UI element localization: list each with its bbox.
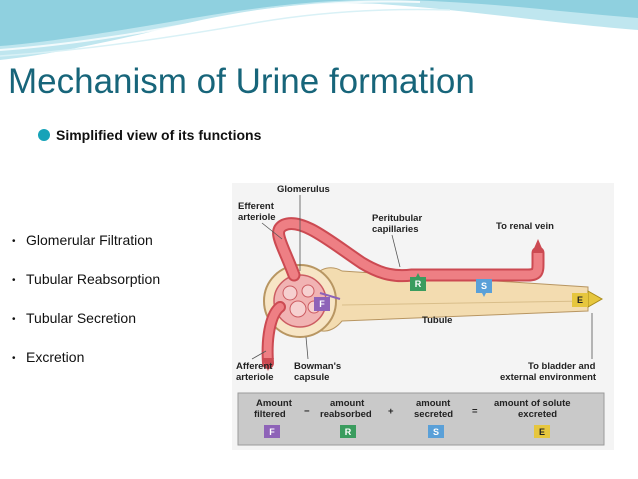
bullet-icon: • [12,314,16,325]
equation-box: Amount filtered − amount reabsorbed + am… [237,392,605,446]
reabsorption-marker: R [410,277,426,291]
renal-vein-label: To renal vein [496,221,554,232]
afferent-label-line2: arteriole [236,372,274,383]
bladder-label-line1: To bladder and [528,361,596,372]
eq-excreted-line1: amount of solute [494,398,571,409]
bullet-icon: • [12,353,16,364]
eq-minus: − [304,406,310,417]
bullet-item: • Tubular Reabsorption [12,269,160,308]
subtitle: Simplified view of its functions [38,127,261,143]
peritubular-label-line1: Peritubular [372,213,422,224]
blood-vessels [261,217,545,371]
eq-reabsorbed-line2: reabsorbed [320,409,372,420]
eq-f-swatch [264,425,280,438]
eq-s-letter: S [433,427,439,437]
eq-filtered-line2: filtered [254,409,286,420]
tubule-label: Tubule [422,315,452,326]
bullet-dot-icon [38,129,50,141]
eq-secreted-line1: amount [416,398,451,409]
leader-lines [251,195,593,360]
bullet-icon: • [12,236,16,247]
eq-plus: + [388,406,394,417]
afferent-label-line1: Afferent [236,361,273,372]
marker-f-label: F [319,299,325,309]
secretion-marker: S [476,279,492,293]
bullet-text: Excretion [26,349,85,365]
glomerulus-label: Glomerulus [277,184,330,195]
bullet-item: • Excretion [12,347,160,386]
bullet-item: • Tubular Secretion [12,308,160,347]
marker-e-label: E [577,295,583,305]
bullet-item: • Glomerular Filtration [12,230,160,269]
eq-filtered-line1: Amount [256,398,293,409]
nephron-diagram: F R S E Glomerulus Efferent arteriole Pe… [232,183,614,450]
eq-f-letter: F [269,427,275,437]
bladder-label-line2: external environment [500,372,597,383]
excretion-marker: E [572,293,588,307]
header-wave-decoration [0,0,638,60]
bullet-icon: • [12,275,16,286]
eq-r-letter: R [345,427,352,437]
efferent-label-line2: arteriole [238,212,276,223]
eq-s-swatch [428,425,444,438]
bowmans-label-line1: Bowman's [294,361,341,372]
eq-secreted-line2: secreted [414,409,453,420]
eq-equals: = [472,406,478,417]
bullet-text: Tubular Secretion [26,310,136,326]
marker-r-label: R [415,279,422,289]
eq-reabsorbed-line1: amount [330,398,365,409]
bullet-text: Glomerular Filtration [26,232,153,248]
bullet-list: • Glomerular Filtration • Tubular Reabsorp… [12,230,160,386]
bullet-text: Tubular Reabsorption [26,271,161,287]
filtration-marker: F [314,297,330,311]
eq-e-letter: E [539,427,545,437]
peritubular-label-line2: capillaries [372,224,418,235]
eq-r-swatch [340,425,356,438]
slide-title: Mechanism of Urine formation [8,62,475,101]
subtitle-text: Simplified view of its functions [56,127,262,143]
eq-excreted-line2: excreted [518,409,557,420]
bowmans-label-line2: capsule [294,372,329,383]
marker-s-label: S [481,281,487,291]
eq-e-swatch [534,425,550,438]
efferent-label-line1: Efferent [238,201,275,212]
